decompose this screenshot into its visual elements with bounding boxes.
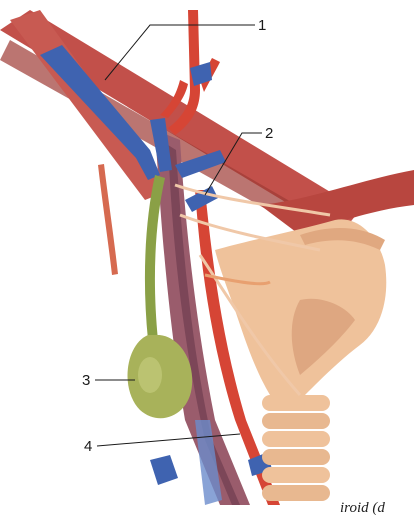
trachea (262, 395, 330, 501)
label-2: 2 (265, 125, 273, 142)
caption-fragment: iroid (d (340, 500, 385, 515)
label-1: 1 (258, 17, 266, 34)
label-4: 4 (84, 438, 92, 455)
label-3: 3 (82, 372, 90, 389)
artery-thin-left (98, 164, 118, 275)
vein-bottom-left (150, 455, 178, 485)
lymph-sac-highlight (138, 357, 162, 393)
